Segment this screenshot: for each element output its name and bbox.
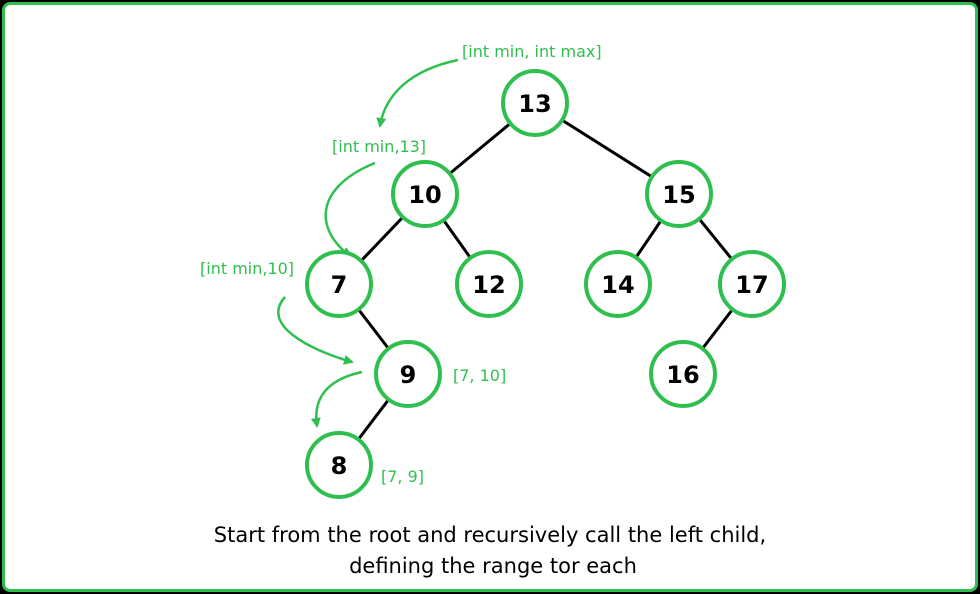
edge-n9-n8	[357, 398, 390, 441]
arrow-n10-to-n7	[324, 161, 376, 258]
node-label: 9	[400, 361, 417, 389]
node-circle	[391, 160, 459, 228]
node-label: 16	[666, 361, 699, 389]
range-label-n7: [int min,10]	[200, 259, 294, 278]
tree-node-7: 7	[305, 250, 373, 318]
edge-n15-n14	[634, 219, 663, 259]
range-label-n8: [7, 9]	[381, 467, 424, 486]
tree-node-15: 15	[645, 160, 713, 228]
range-label-n9: [7, 10]	[453, 366, 506, 385]
edge-n13-n15	[561, 118, 653, 179]
caption-line-1: Start from the root and recursively call…	[214, 523, 766, 547]
range-arrows	[277, 58, 459, 428]
node-circle	[645, 160, 713, 228]
arrow-n9-to-n8	[310, 370, 363, 428]
node-circle	[305, 431, 373, 499]
node-circle	[584, 250, 652, 318]
range-label-root: [int min, int max]	[462, 42, 602, 61]
node-circle	[649, 340, 717, 408]
node-label: 14	[601, 271, 634, 299]
node-circle	[501, 69, 569, 137]
node-label: 15	[662, 181, 695, 209]
tree-node-17: 17	[718, 250, 786, 318]
tree-node-16: 16	[649, 340, 717, 408]
edge-n17-n16	[701, 308, 734, 350]
edge-n10-n12	[442, 219, 472, 259]
node-label: 8	[331, 452, 348, 480]
tree-node-9: 9	[374, 340, 442, 408]
arrow-n7-to-n9	[277, 296, 354, 365]
tree-node-14: 14	[584, 250, 652, 318]
arrow-root-to-n10	[376, 58, 459, 128]
node-circle	[718, 250, 786, 318]
node-label: 17	[735, 271, 768, 299]
caption-line-2: defining the range tor each	[349, 554, 637, 578]
edge-n13-n10	[448, 122, 512, 175]
node-label: 13	[518, 90, 551, 118]
node-label: 12	[472, 271, 505, 299]
node-circle	[455, 250, 523, 318]
node-circle	[305, 250, 373, 318]
range-label-n10: [int min,13]	[332, 137, 426, 156]
tree-edges	[357, 118, 734, 441]
tree-node-10: 10	[391, 160, 459, 228]
edge-n15-n17	[697, 217, 734, 261]
node-circle	[374, 340, 442, 408]
edge-n10-n7	[360, 216, 404, 262]
node-label: 7	[331, 271, 348, 299]
tree-node-12: 12	[455, 250, 523, 318]
tree-node-13: 13	[501, 69, 569, 137]
edge-n7-n9	[357, 308, 390, 350]
node-label: 10	[408, 181, 441, 209]
tree-node-8: 8	[305, 431, 373, 499]
